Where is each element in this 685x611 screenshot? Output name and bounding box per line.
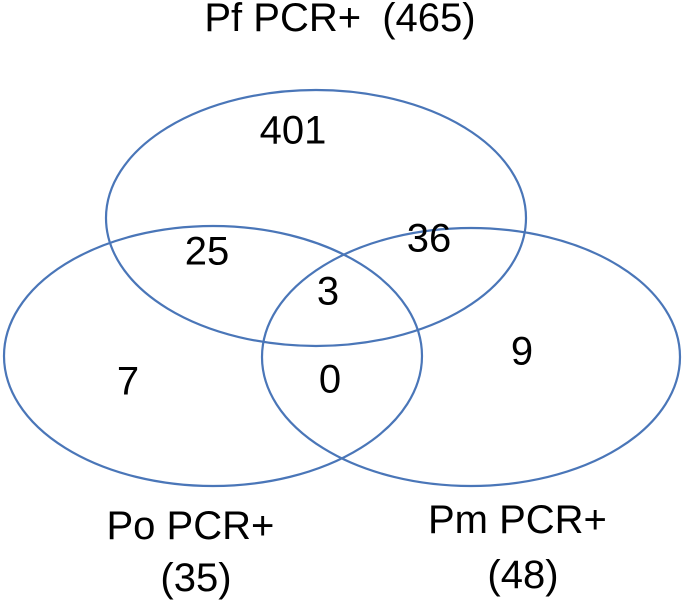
region-pf-only: 401 bbox=[260, 109, 327, 153]
pm-set-name: Pm PCR+ bbox=[428, 498, 607, 542]
region-po-pm: 0 bbox=[319, 358, 341, 402]
pm-set-count: (48) bbox=[487, 553, 558, 597]
region-pf-po: 25 bbox=[185, 230, 230, 274]
po-set-name: Po PCR+ bbox=[107, 504, 275, 548]
region-pm-only: 9 bbox=[511, 330, 533, 374]
region-pf-pm: 36 bbox=[407, 217, 452, 261]
pf-set-ellipse bbox=[104, 88, 528, 348]
po-set-count: (35) bbox=[160, 556, 231, 600]
pm-set-ellipse bbox=[260, 226, 682, 488]
pf-set-label: Pf PCR+ (465) bbox=[204, 0, 475, 40]
region-po-only: 7 bbox=[117, 360, 139, 404]
po-set-label: Po PCR+ (35) bbox=[107, 504, 286, 600]
region-pf-po-pm: 3 bbox=[317, 270, 339, 314]
po-set-ellipse bbox=[2, 224, 424, 488]
pm-set-label: Pm PCR+ (48) bbox=[428, 498, 618, 597]
